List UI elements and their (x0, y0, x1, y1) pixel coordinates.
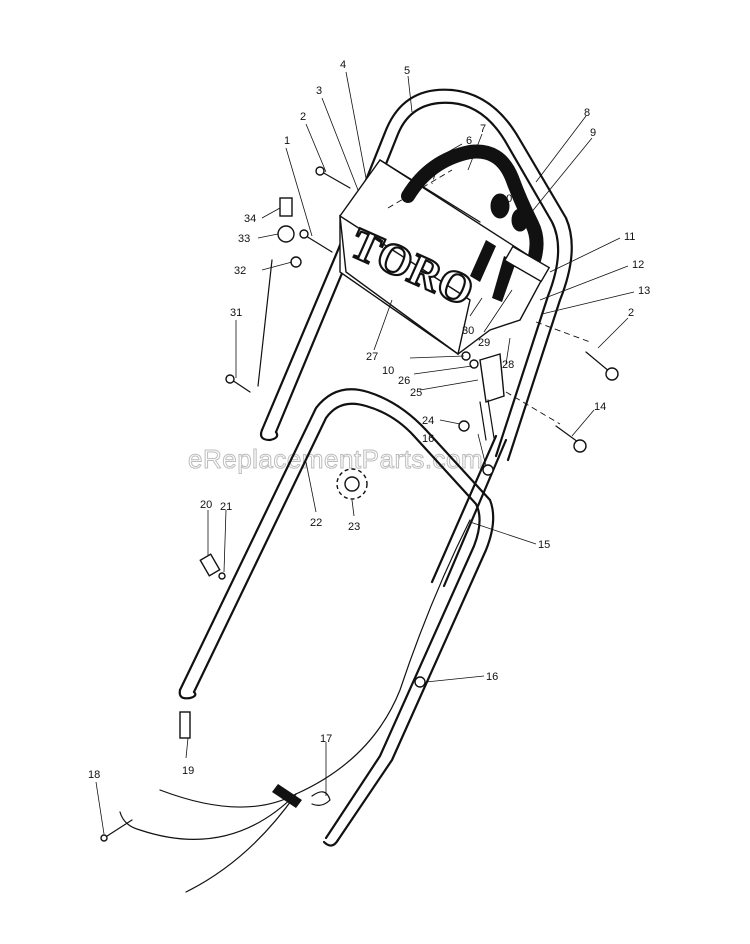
callout-1: 1 (284, 135, 290, 147)
callout-2-right: 2 (628, 307, 634, 319)
callout-24: 24 (422, 415, 434, 427)
hardware-parts (100, 166, 619, 842)
callout-16-upper: 16 (422, 433, 434, 445)
lower-handle (178, 388, 508, 847)
upper-handle (259, 88, 573, 462)
callout-10-lower: 10 (382, 365, 394, 377)
callout-6: 6 (466, 135, 472, 147)
callout-3: 3 (316, 85, 322, 97)
callout-11: 11 (624, 231, 635, 243)
callout-12: 12 (632, 259, 644, 271)
control-box (339, 159, 549, 356)
callout-20: 20 (200, 499, 212, 511)
callout-26: 26 (398, 375, 410, 387)
callout-25: 25 (410, 387, 422, 399)
callout-23: 23 (348, 521, 360, 533)
callout-31: 31 (230, 307, 242, 319)
callout-33: 33 (238, 233, 250, 245)
callout-labels: 1 2 2 3 4 5 6 7 8 9 10 10 11 12 13 14 15… (88, 59, 650, 781)
callout-21: 21 (220, 501, 232, 513)
callout-32: 32 (234, 265, 246, 277)
callout-30: 30 (462, 325, 474, 337)
callout-27: 27 (366, 351, 378, 363)
callout-8: 8 (584, 107, 590, 119)
callout-29: 29 (478, 337, 490, 349)
engine-cables (119, 519, 471, 893)
callout-5: 5 (404, 65, 410, 77)
callout-10-upper: 10 (500, 193, 512, 205)
callout-18: 18 (88, 769, 100, 781)
assembly-lines (387, 163, 591, 425)
callout-34: 34 (244, 213, 256, 225)
callout-14: 14 (594, 401, 606, 413)
callout-19: 19 (182, 765, 194, 777)
leader-lines (95, 71, 635, 835)
control-levers (470, 193, 551, 302)
callout-17: 17 (320, 733, 332, 745)
callout-4: 4 (340, 59, 346, 71)
callout-22: 22 (310, 517, 322, 529)
callout-16-lower: 16 (486, 671, 498, 683)
watermark-text: eReplacementParts.com (188, 444, 483, 474)
callout-28: 28 (502, 359, 514, 371)
control-cable (401, 144, 544, 267)
callout-2-upper: 2 (300, 111, 306, 123)
callout-9: 9 (590, 127, 596, 139)
callout-13: 13 (638, 285, 650, 297)
callout-7: 7 (480, 123, 486, 135)
callout-15: 15 (538, 539, 550, 551)
